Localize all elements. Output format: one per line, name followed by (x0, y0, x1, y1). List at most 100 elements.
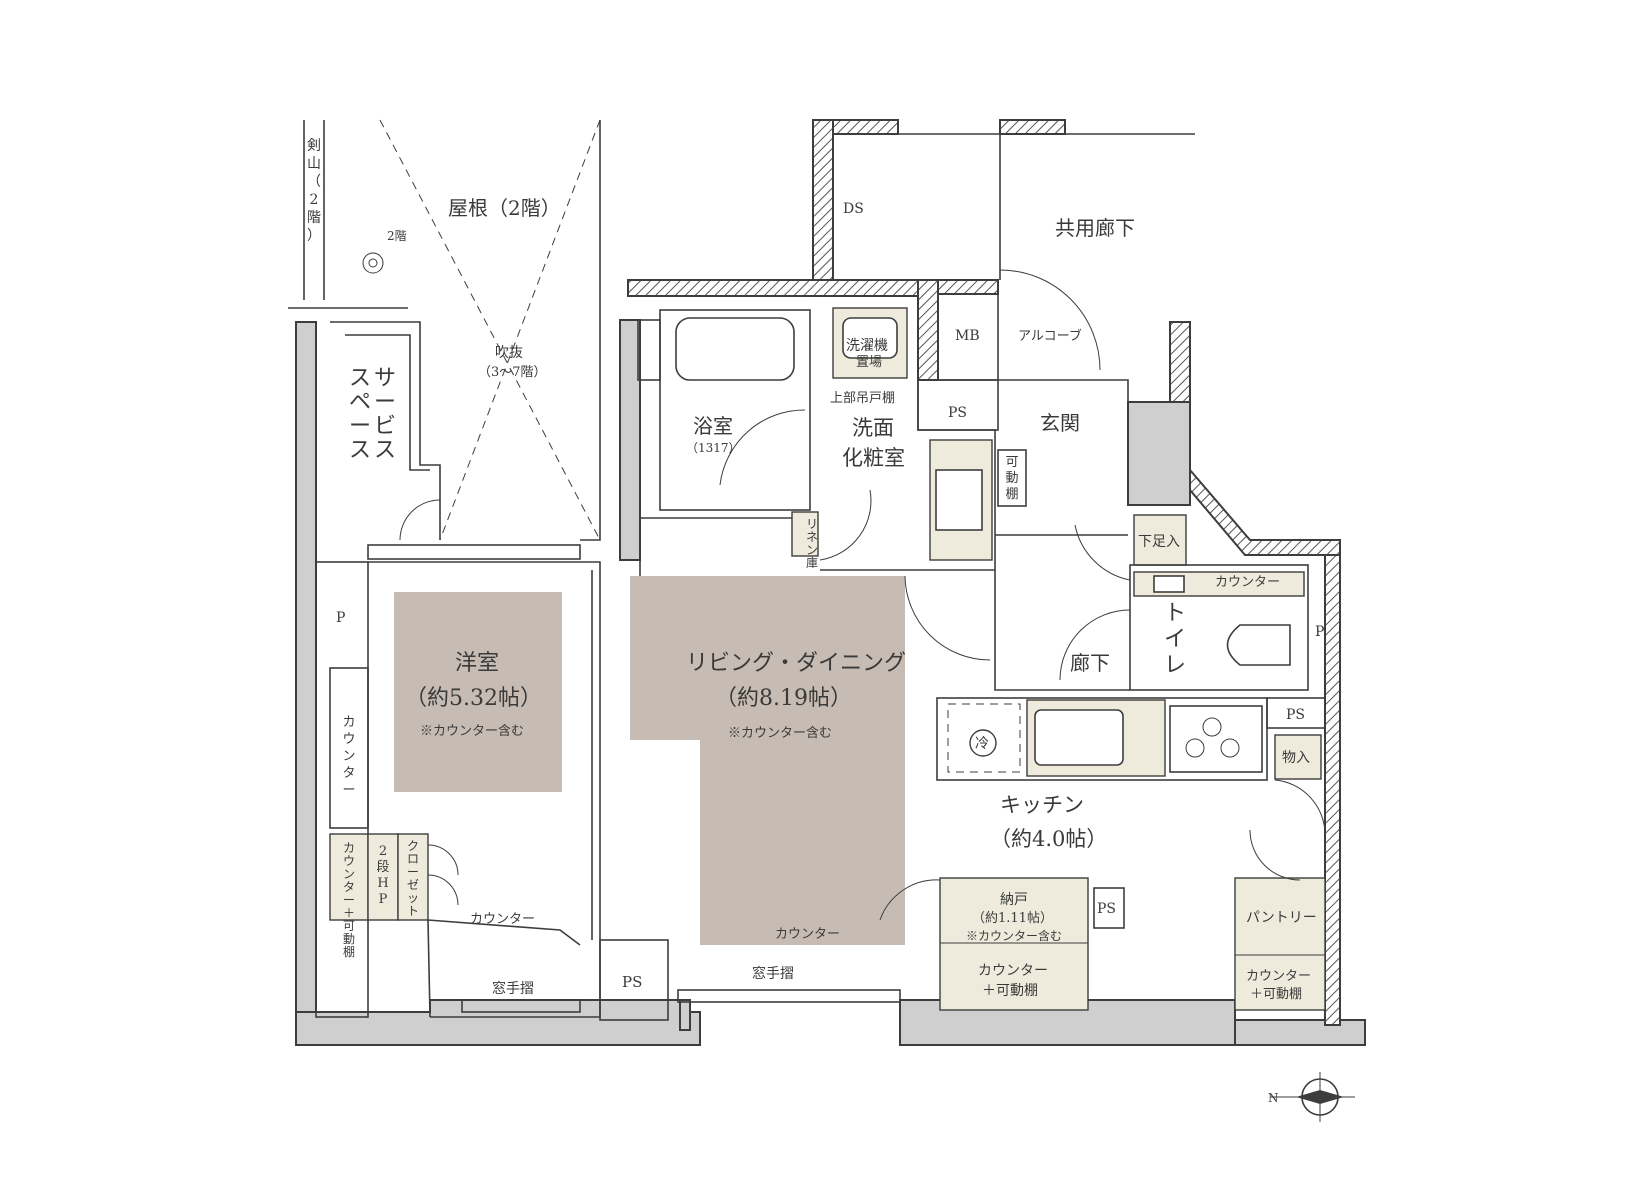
closet-label-char: ゼ (407, 878, 419, 892)
fukinuke-floors-label: （3～7階） (478, 365, 547, 380)
vertical-labels: 剣山（2階）サービススペース可動棚リネン庫カウンターカウンター＋可動棚2段HPク… (307, 138, 1186, 959)
counter-vertical-label-char: タ (342, 766, 355, 781)
counter-living-label: カウンター (775, 927, 840, 942)
linen-label-char: ネ (806, 530, 818, 544)
counter-vertical-label-char: カ (342, 715, 355, 730)
p-right-label: P (1315, 624, 1324, 640)
counter-western-label: カウンター (470, 912, 535, 927)
western-room-note-label: ※カウンター含む (420, 723, 524, 739)
kenzan-label-char: 剣 (307, 138, 321, 154)
room-labels: 屋根（2階） 吹抜 （3～7階） 2階 DS 共用廊下 MB アルコーブ PS … (336, 196, 1324, 1105)
closet-label-char: ッ (407, 891, 419, 905)
window-rail-center-label: 窓手摺 (752, 965, 794, 982)
counter-shelf-label-char: ン (343, 867, 355, 881)
second-floor-label: 2階 (387, 228, 407, 243)
ps-top-label: PS (948, 405, 967, 421)
counter-shelf-label-char: 動 (343, 932, 355, 946)
two-tier-hp-label-char: 段 (376, 860, 389, 875)
shoe-box-label: 下足入 (1138, 534, 1180, 550)
living-room-fill (630, 576, 905, 945)
counter-vertical-label-char: ウ (342, 732, 355, 747)
counter-shelf-label-char: ー (343, 893, 355, 907)
alcove-label: アルコーブ (1018, 328, 1082, 344)
closet-label-char: ロ (407, 852, 419, 866)
common-corridor-label: 共用廊下 (1055, 216, 1135, 240)
movable-shelf-genkan-label-char: 棚 (1005, 487, 1018, 502)
service-space-label-2-char: ペ (349, 390, 371, 415)
window-rail-left-label: 窓手摺 (492, 980, 534, 997)
kitchen-label: キッチン (1000, 793, 1084, 817)
compass-icon (1270, 1072, 1355, 1122)
service-space-label-2-char: ス (349, 438, 371, 463)
counter-shelf-label-char: ＋ (343, 906, 355, 920)
service-space-label-2-char: ス (349, 366, 371, 391)
washer-label-1: 洗濯機 (846, 338, 888, 354)
interior-walls (288, 119, 1326, 1021)
counter-shelf-label-char: 棚 (343, 944, 355, 959)
toilet-label-char: イ (1164, 627, 1186, 652)
pantry-counter-label-2: ＋可動棚 (1250, 987, 1302, 1002)
bath-size-label: （1317） (686, 441, 741, 455)
ps-storage-label: PS (1097, 901, 1116, 917)
service-space-label-1-char: ビ (374, 414, 396, 439)
kenzan-label-char: 山 (307, 156, 321, 172)
storage-closet-label: 物入 (1282, 750, 1310, 766)
western-room-size-label: （約5.32帖） (405, 686, 542, 711)
door-swings (399, 269, 1326, 921)
bath-label: 浴室 (693, 414, 733, 438)
ps-right-label: PS (1286, 707, 1305, 723)
linen-label-char: 庫 (806, 556, 818, 570)
two-tier-hp-label-char: 2 (379, 844, 387, 859)
ds-label: DS (843, 201, 864, 217)
kenzan-label-char: 2 (310, 192, 319, 208)
living-note-label: ※カウンター含む (728, 725, 832, 741)
closet-label-char: ク (407, 839, 419, 853)
nando-counter-label-2: ＋可動棚 (982, 983, 1038, 999)
western-room-label: 洋室 (455, 651, 499, 676)
kenzan-label-char: ） (307, 228, 321, 244)
hatched-walls (627, 119, 1341, 1026)
service-space-label-1-char: ー (374, 390, 396, 415)
nando-counter-label-1: カウンター (978, 963, 1048, 979)
fridge-icon (969, 729, 997, 757)
nando-label: 納戸 (1000, 892, 1028, 908)
linen-label-char: ン (806, 543, 818, 557)
nando-size-label: （約1.11帖） (972, 911, 1053, 926)
linen-label-char: リ (806, 517, 818, 531)
service-space-label-1-char: ス (374, 438, 396, 463)
western-room-fill (394, 592, 562, 792)
toilet-label-char: ト (1164, 601, 1186, 626)
nando-note-label: ※カウンター含む (966, 928, 1062, 943)
counter-shelf-label-char: ウ (343, 854, 355, 868)
pantry-label: パントリー (1246, 910, 1317, 926)
hallway-label: 廊下 (1070, 651, 1110, 675)
fridge-label: 冷 (975, 736, 989, 752)
counter-vertical-label-char: ー (342, 783, 355, 798)
exterior-walls (295, 319, 1366, 1046)
movable-shelf-genkan-label-char: 可 (1005, 455, 1018, 470)
toilet-label-char: レ (1164, 653, 1186, 678)
roof-label: 屋根（2階） (448, 196, 561, 220)
living-label: リビング・ダイニング (686, 651, 906, 676)
service-space-label-2-char: ー (349, 414, 371, 439)
counter-shelf-label-char: 可 (343, 919, 355, 933)
ps-bottom-label: PS (622, 973, 642, 991)
washroom-label-1: 洗面 (852, 416, 894, 440)
kenzan-label-char: （ (307, 174, 321, 190)
washroom-label-2: 化粧室 (842, 446, 905, 470)
movable-shelf-genkan-label-char: 動 (1005, 471, 1018, 486)
counter-toilet-label: カウンター (1215, 575, 1280, 590)
genkan-label: 玄関 (1040, 411, 1080, 435)
closet-label-char: ト (407, 904, 419, 918)
p-left-label: P (336, 610, 345, 626)
fukinuke-label: 吹抜 (495, 345, 523, 361)
two-tier-hp-label-char: H (377, 876, 388, 891)
two-tier-hp-label-char: P (379, 892, 388, 907)
pantry-counter-label-1: カウンター (1246, 969, 1311, 984)
compass-label: N (1268, 1091, 1279, 1105)
closet-label-char: ー (407, 865, 419, 879)
kenzan-label-char: 階 (307, 210, 321, 226)
counter-shelf-label-char: カ (343, 841, 355, 855)
mb-label: MB (955, 328, 980, 344)
washer-label-2: 置場 (856, 355, 882, 370)
